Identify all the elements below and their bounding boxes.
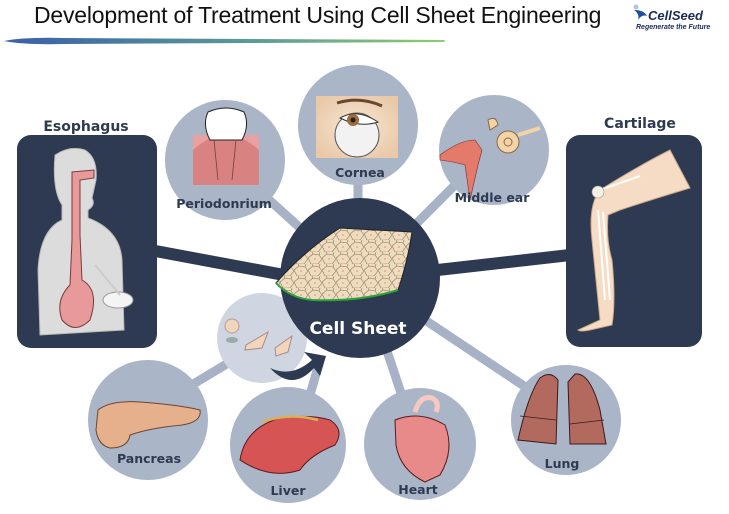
connector-cartilage (419, 249, 571, 278)
connector-esophagus (148, 244, 302, 284)
cellseed-logo: CellSeed Regenerate the Future (628, 4, 728, 36)
heart-icon (394, 415, 450, 483)
node-cornea: Cornea (298, 65, 418, 185)
label-liver: Liver (270, 483, 306, 498)
label-esophagus: Esophagus (43, 119, 128, 135)
label-pancreas: Pancreas (117, 451, 181, 466)
lung-icon (517, 373, 607, 445)
cartilage-panel (566, 135, 702, 347)
arrow-icon (270, 352, 326, 380)
logo-name: CellSeed (648, 8, 703, 23)
box-esophagus: Esophagus (17, 119, 157, 348)
box-cartilage: Cartilage (566, 116, 702, 347)
node-lung: Lung (511, 365, 621, 475)
label-middle-ear: Middle ear (455, 190, 531, 205)
label-cell-sheet: Cell Sheet (309, 319, 406, 339)
node-heart: Heart (364, 388, 476, 500)
logo-tagline: Regenerate the Future (636, 24, 711, 31)
liver-icon (239, 415, 340, 474)
logo-mark-icon (633, 4, 647, 20)
label-cartilage: Cartilage (604, 116, 676, 132)
title-underline-gradient (4, 37, 445, 45)
leg-illustration-icon (577, 149, 691, 332)
node-liver: Liver (230, 387, 346, 503)
label-cornea: Cornea (335, 165, 385, 180)
label-lung: Lung (545, 456, 580, 471)
node-pancreas: Pancreas (88, 360, 208, 480)
node-cell-sheet: Cell Sheet (270, 198, 440, 380)
page-title: Development of Treatment Using Cell Shee… (34, 2, 602, 28)
eye-icon (334, 98, 383, 158)
node-middle-ear: Middle ear (439, 95, 549, 205)
ear-icon (439, 117, 541, 201)
esophagus-illustration-icon (37, 147, 134, 336)
cell-culture-node (217, 293, 307, 383)
label-periodontium: Periodonrium (176, 196, 271, 211)
label-heart: Heart (398, 482, 438, 497)
node-periodontium: Periodonrium (165, 100, 285, 220)
pancreas-icon (95, 401, 201, 449)
tooth-icon (193, 107, 259, 185)
